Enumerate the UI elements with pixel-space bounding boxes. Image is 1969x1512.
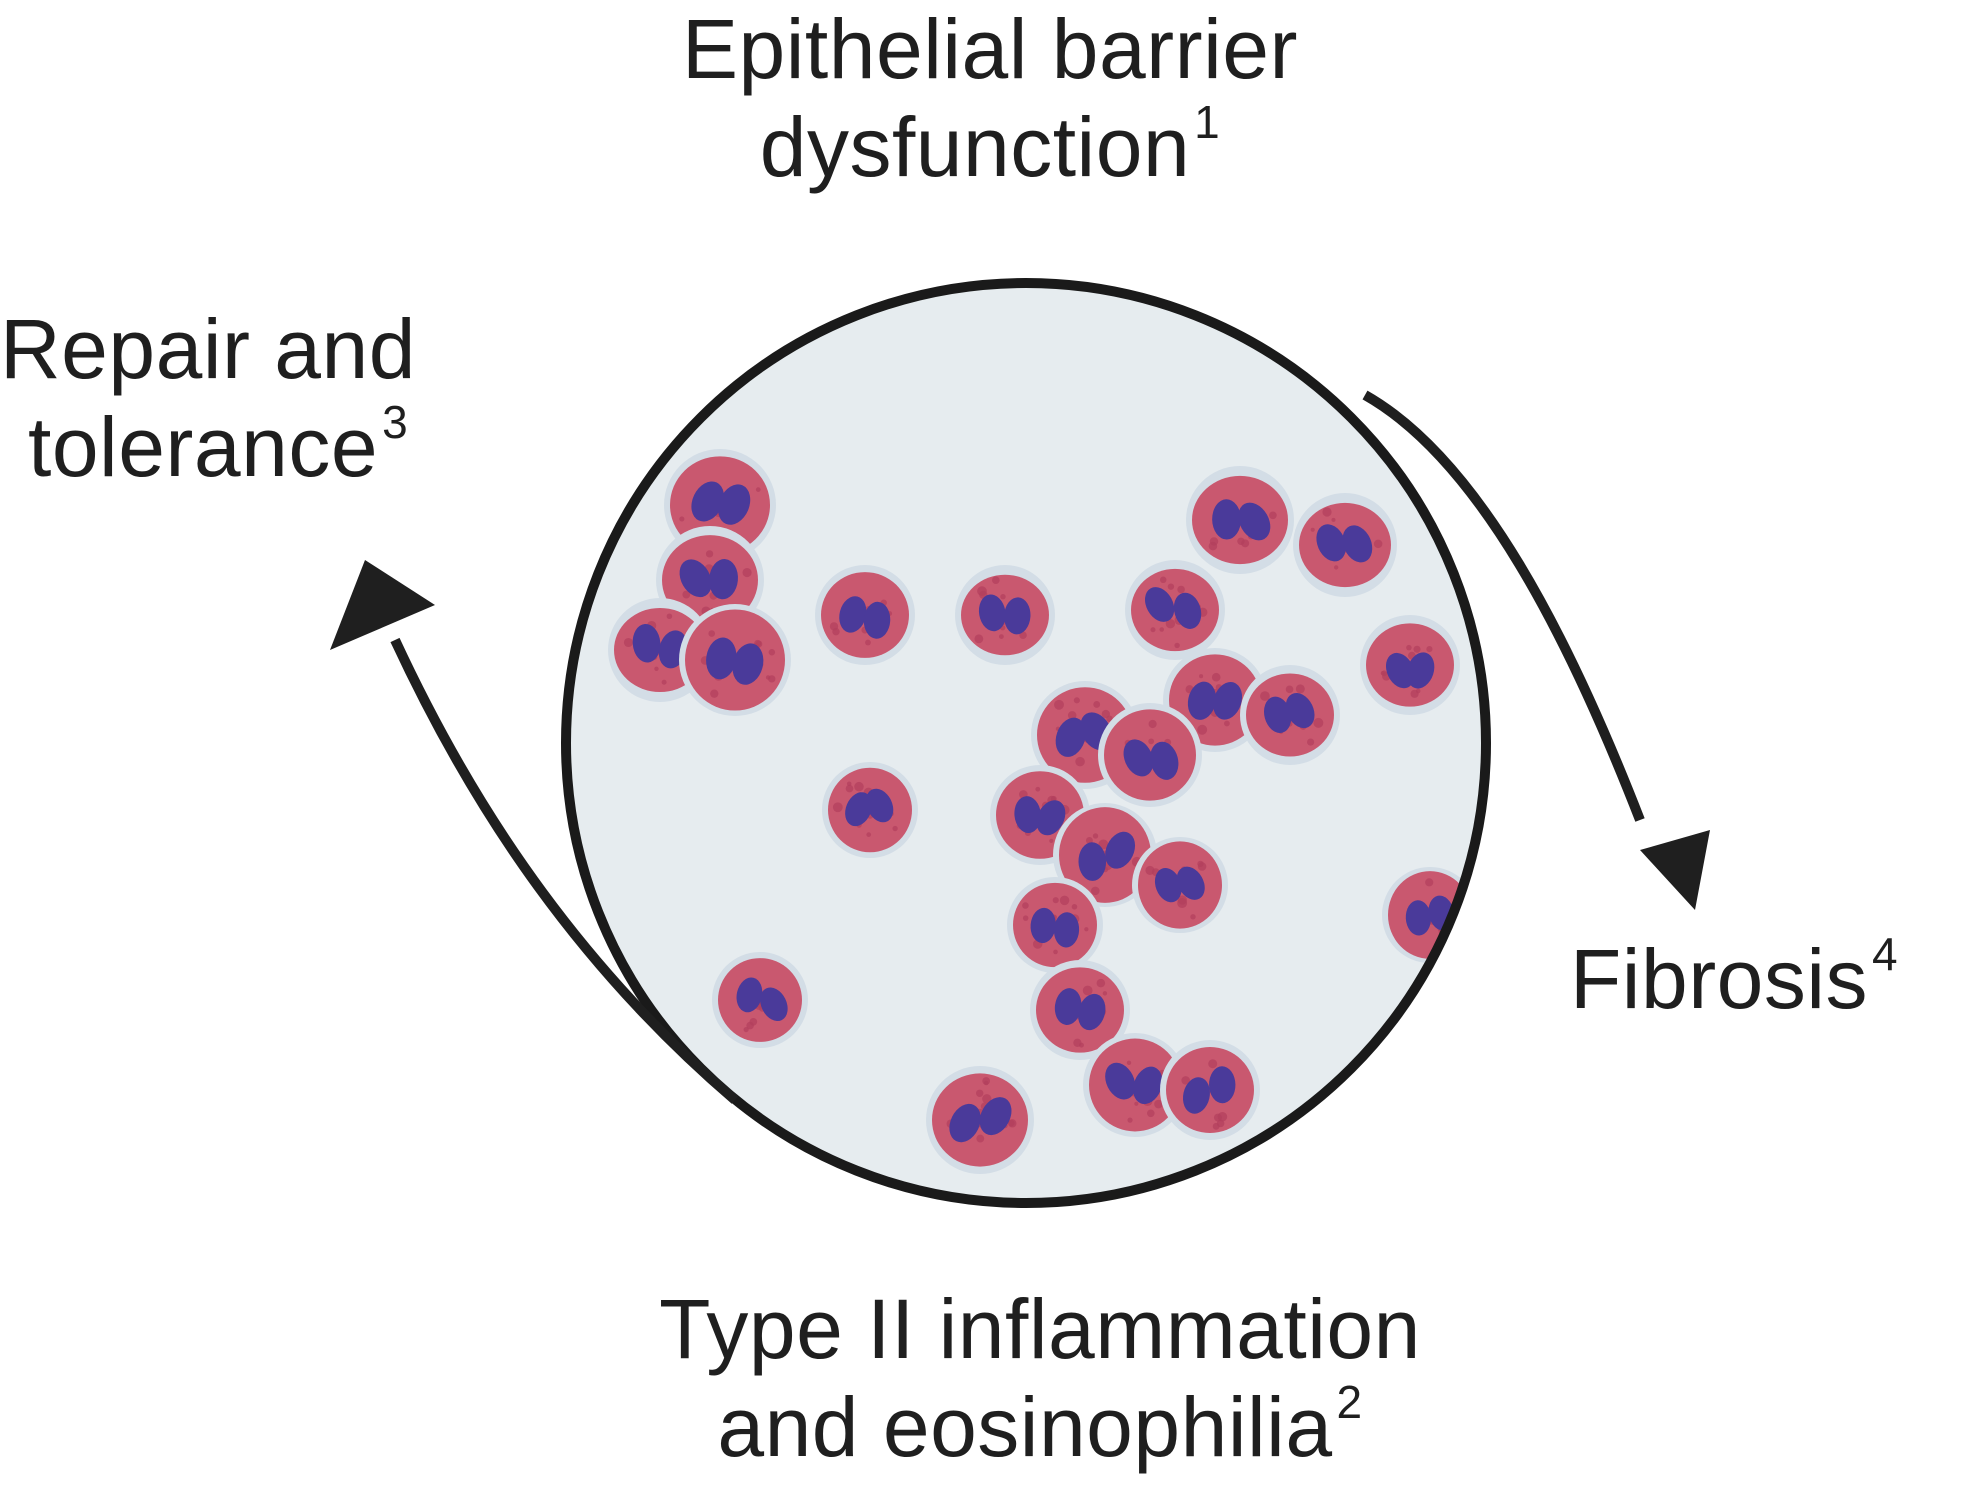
eosinophil-cell — [712, 952, 808, 1048]
eosinophil-cell — [1083, 1033, 1187, 1137]
eosinophil-cell — [1132, 837, 1228, 933]
eosinophil-cell — [1240, 665, 1340, 765]
arrowhead-up-icon — [330, 560, 435, 650]
label-type-ii-inflammation: Type II inflammation and eosinophilia2 — [540, 1280, 1540, 1489]
eosinophil-cell — [955, 565, 1055, 665]
eosinophil-cell — [1030, 960, 1130, 1060]
eosinophil-cell — [679, 604, 791, 716]
arrowhead-down-icon — [1640, 830, 1710, 910]
label-repair-and-tolerance: Repair and tolerance3 — [0, 300, 520, 509]
label-left-line2: tolerance — [28, 400, 379, 494]
label-right-ref: 4 — [1872, 928, 1899, 980]
eosinophil-cell — [1125, 560, 1225, 660]
label-left-line1: Repair and — [0, 302, 416, 396]
label-bottom-line2: and eosinophilia — [717, 1380, 1333, 1474]
eosinophil-cell — [1007, 877, 1103, 973]
eosinophil-cell — [1163, 648, 1267, 752]
label-bottom-ref: 2 — [1336, 1376, 1363, 1428]
arrow-to-fibrosis — [1362, 390, 1710, 910]
eosinophil-cell — [1160, 1040, 1260, 1140]
label-top-line1: Epithelial barrier — [682, 2, 1298, 96]
label-top-line2: dysfunction — [759, 100, 1191, 194]
eosinophil-cells — [608, 449, 1478, 1174]
micrograph-outline — [561, 278, 1491, 1208]
eosinophil-cell — [1098, 703, 1202, 807]
label-bottom-line1: Type II inflammation — [659, 1282, 1421, 1376]
label-right-line1: Fibrosis — [1570, 932, 1869, 1026]
eosinophil-cell — [1293, 493, 1397, 597]
eosinophil-cell — [1186, 466, 1294, 574]
eosinophil-cell — [815, 565, 915, 665]
eosinophil-cell — [822, 762, 918, 858]
eosinophil-cell — [1360, 615, 1460, 715]
eosinophil-cell — [1053, 803, 1157, 907]
label-epithelial-barrier-dysfunction: Epithelial barrier dysfunction1 — [560, 0, 1420, 209]
eosinophil-cell — [926, 1066, 1034, 1174]
label-top-ref: 1 — [1194, 96, 1221, 148]
arrow-to-repair — [330, 560, 739, 1104]
label-left-ref: 3 — [382, 396, 409, 448]
label-fibrosis: Fibrosis4 — [1570, 928, 1969, 1041]
